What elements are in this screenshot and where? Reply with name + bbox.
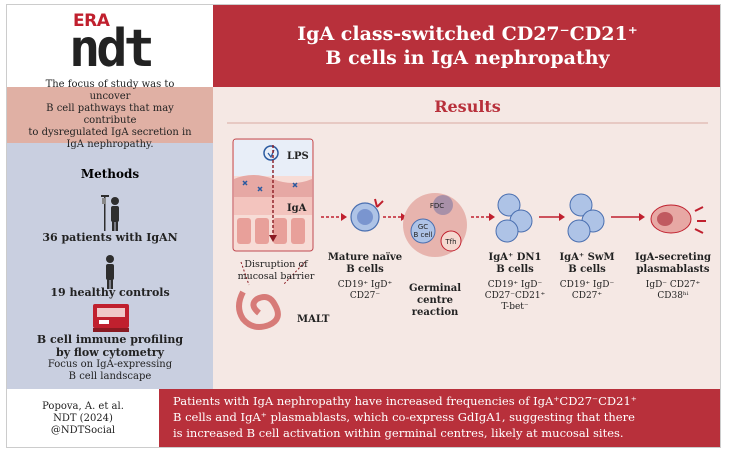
marker-line: T-bet⁻ bbox=[501, 302, 529, 312]
focus-iga-line-2: B cell landscape bbox=[68, 371, 152, 382]
marker-line: CD19⁺ IgD⁺ bbox=[337, 280, 393, 290]
title-line-2: B cells in IgA nephropathy bbox=[325, 47, 610, 69]
marker-line: CD19⁺ IgD⁻ bbox=[487, 280, 543, 290]
gc-label-2: B cell bbox=[413, 231, 432, 239]
marker-line: CD27⁻ bbox=[349, 291, 381, 301]
conclusion-line: Patients with IgA nephropathy have incre… bbox=[173, 394, 637, 408]
conclusion-text: Patients with IgA nephropathy have incre… bbox=[173, 393, 718, 441]
stage-name-line: Mature naïve bbox=[327, 252, 403, 263]
focus-line: IgA nephropathy. bbox=[66, 139, 154, 150]
disruption-line: Disruption of bbox=[244, 259, 308, 270]
citation-journal: NDT (2024) bbox=[53, 413, 113, 424]
malt-label: MALT bbox=[297, 314, 330, 325]
lps-label: LPS bbox=[287, 151, 309, 162]
patient-icon bbox=[101, 195, 119, 231]
conclusion-banner: Popova, A. et al. NDT (2024) @NDTSocial … bbox=[7, 389, 720, 447]
plasmablast-label: IgA-secreting plasmablasts bbox=[629, 252, 717, 276]
methods-panel: The focus of study was to uncover B cell… bbox=[7, 79, 213, 389]
arrow-head bbox=[489, 213, 495, 221]
stage-name-line: B cells bbox=[496, 264, 534, 275]
ndt-logo-text: ndt bbox=[69, 19, 155, 79]
profiling-line-2: by flow cytometry bbox=[56, 346, 164, 359]
naive-markers: CD19⁺ IgD⁺ CD27⁻ bbox=[325, 280, 405, 302]
results-diagram: LPS IgA MALT bbox=[227, 122, 708, 330]
healthy-control-icon bbox=[106, 255, 114, 289]
mucosal-barrier-illustration bbox=[232, 138, 314, 252]
title-banner: IgA class-switched CD27⁻CD21⁺ B cells in… bbox=[213, 5, 720, 87]
fdc-label: FDC bbox=[430, 202, 444, 210]
era-logo-text: ERA bbox=[73, 11, 110, 31]
marker-line: CD38ʰⁱ bbox=[657, 291, 689, 301]
plasmablast-markers: IgD⁻ CD27⁺ CD38ʰⁱ bbox=[629, 280, 717, 302]
arrow-head bbox=[401, 213, 407, 221]
methods-icons bbox=[93, 195, 129, 332]
stage-name-line: centre bbox=[417, 295, 453, 306]
infographic: ERA ndt IgA class-switched CD27⁻CD21⁺ B … bbox=[6, 4, 721, 448]
gc-reaction-label: Germinal centre reaction bbox=[399, 283, 471, 319]
stage-name-line: IgA⁺ DN1 bbox=[488, 252, 542, 263]
citation-box: Popova, A. et al. NDT (2024) @NDTSocial bbox=[7, 389, 159, 447]
profiling-line-1: B cell immune profiling bbox=[36, 333, 184, 346]
focus-line: The focus of study was to uncover bbox=[45, 79, 175, 102]
stage-name-line: B cells bbox=[346, 264, 384, 275]
patients-text: 36 patients with IgAN bbox=[42, 231, 178, 244]
disruption-line: mucosal barrier bbox=[237, 271, 315, 282]
arrow-head bbox=[639, 213, 645, 221]
gc-label-1: GC bbox=[418, 223, 428, 231]
arrow-head bbox=[341, 213, 347, 221]
stage-name-line: Germinal bbox=[408, 283, 462, 294]
naive-b-cell bbox=[350, 198, 384, 232]
focus-iga-line-1: Focus on IgA-expressing bbox=[47, 359, 173, 370]
marker-line: CD27⁻CD21⁺ bbox=[484, 291, 546, 301]
flow-cytometer-icon bbox=[93, 304, 129, 332]
conclusion-line: is increased B cell activation within ge… bbox=[173, 426, 624, 440]
title-line-1: IgA class-switched CD27⁻CD21⁺ bbox=[297, 23, 638, 45]
stage-name-line: IgA⁺ SwM bbox=[559, 252, 615, 263]
ndt-logo: ERA ndt bbox=[7, 5, 159, 87]
dn1-label: IgA⁺ DN1 B cells bbox=[475, 252, 555, 276]
controls-text: 19 healthy controls bbox=[50, 286, 170, 299]
stage-name-line: plasmablasts bbox=[636, 264, 710, 275]
stage-name-line: reaction bbox=[411, 307, 459, 318]
results-panel: Results LPS IgA bbox=[213, 87, 720, 389]
plasmablast-cell bbox=[650, 204, 706, 234]
disruption-label: Disruption of mucosal barrier bbox=[221, 259, 331, 283]
citation-authors: Popova, A. et al. bbox=[42, 401, 124, 412]
swm-label: IgA⁺ SwM B cells bbox=[547, 252, 627, 276]
naive-label: Mature naïve B cells bbox=[325, 252, 405, 276]
swm-b-cells bbox=[567, 193, 605, 243]
study-focus-box: The focus of study was to uncover B cell… bbox=[7, 79, 213, 150]
iga-label: IgA bbox=[287, 203, 307, 214]
marker-line: CD27⁺ bbox=[571, 291, 603, 301]
swm-markers: CD19⁺ IgD⁻ CD27⁺ bbox=[547, 280, 627, 302]
malt-intestine-icon bbox=[236, 261, 306, 330]
marker-line: IgD⁻ CD27⁺ bbox=[645, 280, 701, 290]
germinal-centre-illustration bbox=[403, 193, 467, 257]
tfh-label: Tfh bbox=[444, 238, 456, 246]
results-heading: Results bbox=[434, 97, 501, 116]
conclusion-line: B cells and IgA⁺ plasmablasts, which co-… bbox=[173, 410, 635, 424]
focus-line: B cell pathways that may contribute bbox=[46, 103, 174, 126]
arrow-head bbox=[559, 213, 565, 221]
dn1-b-cells bbox=[495, 193, 533, 243]
citation-handle[interactable]: @NDTSocial bbox=[50, 425, 116, 436]
marker-line: CD19⁺ IgD⁻ bbox=[559, 280, 615, 290]
stage-name-line: B cells bbox=[568, 264, 606, 275]
methods-heading: Methods bbox=[80, 167, 140, 181]
focus-line: to dysregulated IgA secretion in bbox=[28, 127, 192, 138]
stage-name-line: IgA-secreting bbox=[635, 252, 711, 263]
dn1-markers: CD19⁺ IgD⁻ CD27⁻CD21⁺ T-bet⁻ bbox=[475, 280, 555, 313]
